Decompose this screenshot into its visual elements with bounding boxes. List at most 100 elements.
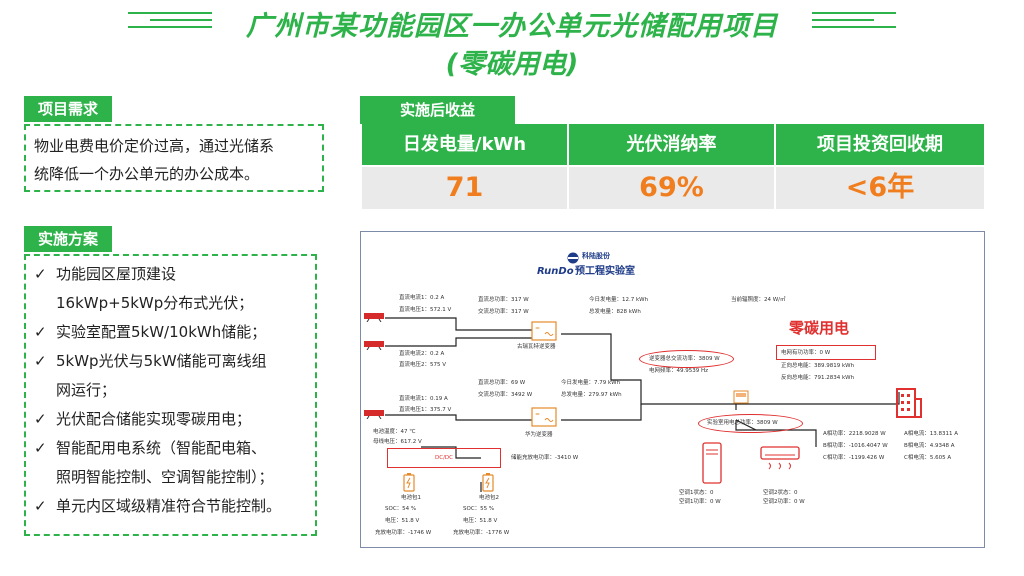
ac2-power: 空调2功率：0 W — [763, 499, 805, 505]
lab-logo: RunDo — [537, 266, 574, 277]
diagram-lines — [385, 317, 900, 492]
plan-item: ✓智能配用电系统（智能配电箱、 — [34, 434, 324, 463]
pv2-current: 直流电流2：0.2 A — [399, 351, 445, 357]
metric-header: 日发电量/kWh — [362, 124, 567, 165]
pv1-voltage: 直流电压1：572.1 V — [399, 307, 452, 313]
inverter-icon: = — [531, 321, 557, 341]
company-logo-icon — [567, 252, 579, 264]
phase-b-current: B相电流：4.9348 A — [904, 443, 955, 449]
page-title: 广州市某功能园区一办公单元光储配用项目 — [246, 11, 778, 42]
bat1-soc: SOC：54 % — [385, 506, 417, 512]
requirement-tag: 项目需求 — [24, 96, 113, 122]
plan-item-cont: 照明智能控制、空调智能控制）； — [56, 468, 274, 486]
plan-item: ✓功能园区屋顶建设 — [34, 260, 324, 289]
plan-tag: 实施方案 — [24, 226, 113, 252]
bat2-power: 充放电功率：-1776 W — [453, 530, 510, 536]
plan-item-cont: 网运行； — [56, 381, 117, 399]
metric-value: 71 — [362, 167, 567, 209]
plan-item: ✓5kWp光伏与5kW储能可离线组 — [34, 347, 324, 376]
title-deco-right — [812, 26, 896, 28]
system-diagram: 科陆股份 RunDo 预工程实验室 零碳用电 直流电流1：0.2 A 直流电压1… — [360, 231, 985, 548]
ac1-status: 空调1状态：0 — [679, 490, 714, 496]
bus-voltage: 母线电压：617.2 V — [373, 439, 422, 445]
pv3-current: 直流电流1：0.19 A — [399, 396, 448, 402]
title-deco-left — [128, 26, 212, 28]
title-deco-left — [150, 19, 212, 21]
ac2-status: 空调2状态：0 — [763, 490, 798, 496]
air-conditioner-cabinet-icon — [702, 442, 722, 484]
bat2-name: 电池包2 — [479, 495, 499, 501]
benefits-tag: 实施后收益 — [360, 96, 516, 124]
battery-temp: 电池温度：47 ℃ — [373, 429, 416, 435]
plan-item: ✓单元内区域级精准符合节能控制。 — [34, 492, 324, 521]
metric-value: 69% — [569, 167, 774, 209]
bat2-soc: SOC：55 % — [463, 506, 495, 512]
bat2-voltage: 电压：51.8 V — [463, 518, 498, 524]
svg-text:=: = — [535, 325, 540, 332]
inv1-ac-power: 交流总功率：317 W — [478, 309, 529, 315]
phase-b-power: B相功率：-1016.4047 W — [823, 443, 888, 449]
solar-panel-icon — [364, 313, 384, 322]
inv2-today: 今日发电量：7.79 kWh — [561, 380, 621, 386]
pv3-voltage: 直流电压1：375.7 V — [399, 407, 452, 413]
ac1-power: 空调1功率：0 W — [679, 499, 721, 505]
phase-a-current: A相电流：13.8311 A — [904, 431, 959, 437]
plan-item: ✓光伏配合储能实现零碳用电； — [34, 405, 324, 434]
battery-icon — [482, 473, 494, 492]
inv2-ac-power: 交流总功率：3492 W — [478, 392, 533, 398]
page-subtitle: (零碳用电) — [445, 49, 579, 80]
inverter-total-ac: 逆变器总交流功率：3809 W — [649, 356, 720, 362]
meter-icon — [733, 390, 749, 404]
air-conditioner-split-icon — [760, 446, 800, 470]
grid-frequency: 电网频率：49.9539 Hz — [649, 368, 709, 374]
grid-power-box — [776, 345, 876, 360]
title-deco-right — [812, 19, 874, 21]
phase-a-power: A相功率：2218.9028 W — [823, 431, 886, 437]
inv2-name: 华为逆变器 — [525, 432, 553, 438]
inverter-icon: = — [531, 407, 557, 427]
metric-value: <6年 — [776, 167, 984, 209]
dcdc-box — [387, 448, 501, 468]
highlight-ellipse — [639, 350, 734, 368]
check-icon: ✓ — [34, 265, 47, 283]
dcdc-label: DC/DC — [435, 455, 454, 461]
svg-text:=: = — [535, 411, 540, 418]
reverse-energy: 反向总电能：791.2834 kWh — [781, 375, 855, 381]
pv1-current: 直流电流1：0.2 A — [399, 295, 445, 301]
phase-c-power: C相功率：-1199.426 W — [823, 455, 885, 461]
inv1-total: 总发电量：828 kWh — [589, 309, 641, 315]
irradiance: 当前辐照度：24 W/㎡ — [731, 297, 786, 303]
inv1-name: 古瑞瓦特逆变器 — [517, 344, 556, 350]
phase-c-current: C相电流：5.605 A — [904, 455, 952, 461]
check-icon: ✓ — [34, 323, 47, 341]
metric-header: 项目投资回收期 — [776, 124, 984, 165]
inv1-dc-power: 直流总功率：317 W — [478, 297, 529, 303]
metric-header: 光伏消纳率 — [569, 124, 774, 165]
title-deco-right — [812, 12, 896, 14]
requirement-line: 统降低一个办公单元的办公成本。 — [34, 165, 260, 183]
solar-panel-icon — [364, 410, 384, 419]
plan-item-cont: 16kWp+5kWp分布式光伏； — [56, 294, 254, 312]
pv2-voltage: 直流电压2：575 V — [399, 362, 447, 368]
bat1-voltage: 电压：51.8 V — [385, 518, 420, 524]
lab-power: 实验室用电总功率：3809 W — [707, 420, 778, 426]
check-icon: ✓ — [34, 497, 47, 515]
grid-power: 电网有功功率：0 W — [781, 350, 831, 356]
check-icon: ✓ — [34, 352, 47, 370]
bat1-power: 充放电功率：-1746 W — [375, 530, 432, 536]
company-name: 科陆股份 — [582, 252, 610, 260]
bat1-name: 电池包1 — [401, 495, 421, 501]
zero-carbon-label: 零碳用电 — [789, 319, 850, 337]
lab-title: 预工程实验室 — [575, 266, 635, 277]
inv2-dc-power: 直流总功率：69 W — [478, 380, 526, 386]
plan-item: ✓实验室配置5kW/10kWh储能； — [34, 318, 324, 347]
requirement-box: 物业电费电价定价过高，通过光储系 统降低一个办公单元的办公成本。 — [24, 124, 324, 192]
battery-icon — [403, 473, 415, 492]
title-deco-left — [128, 12, 212, 14]
requirement-line: 物业电费电价定价过高，通过光储系 — [34, 137, 275, 155]
check-icon: ✓ — [34, 439, 47, 457]
highlight-ellipse — [698, 414, 803, 433]
inv1-today: 今日发电量：12.7 kWh — [589, 297, 649, 303]
plan-box: ✓功能园区屋顶建设 16kWp+5kWp分布式光伏； ✓实验室配置5kW/10k… — [24, 254, 317, 536]
check-icon: ✓ — [34, 410, 47, 428]
